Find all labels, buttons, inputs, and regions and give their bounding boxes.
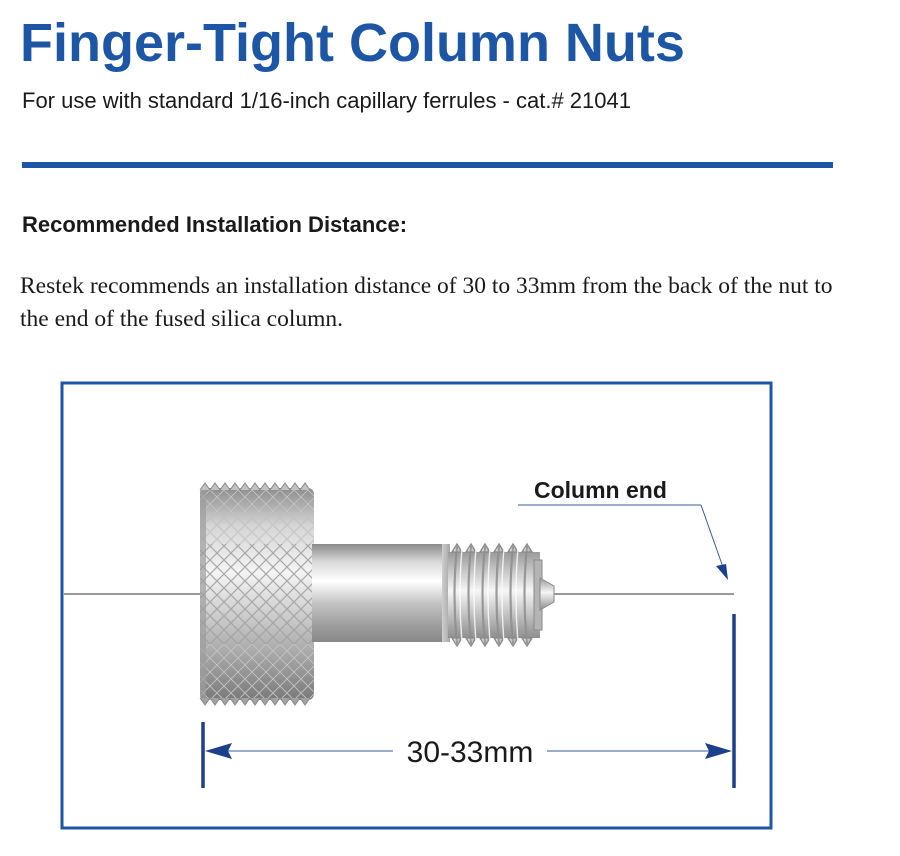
nut-shaft <box>312 544 446 642</box>
page-subtitle: For use with standard 1/16-inch capillar… <box>22 88 631 113</box>
ferrule-tip <box>539 577 555 611</box>
section-body-text: Restek recommends an installation distan… <box>20 273 833 332</box>
nut-threads <box>448 542 543 648</box>
dimension-arrow-left <box>205 743 232 759</box>
dimension-arrow-right <box>705 743 732 759</box>
dimension-label: 30-33mm <box>407 736 534 769</box>
section-heading: Recommended Installation Distance: <box>22 212 408 237</box>
knurled-nut-head <box>199 482 314 706</box>
header-divider <box>22 162 833 168</box>
callout-leader-diagonal <box>700 504 725 571</box>
page-title: Finger-Tight Column Nuts <box>20 13 685 73</box>
callout-arrowhead <box>716 564 728 580</box>
column-end-label: Column end <box>534 477 667 503</box>
